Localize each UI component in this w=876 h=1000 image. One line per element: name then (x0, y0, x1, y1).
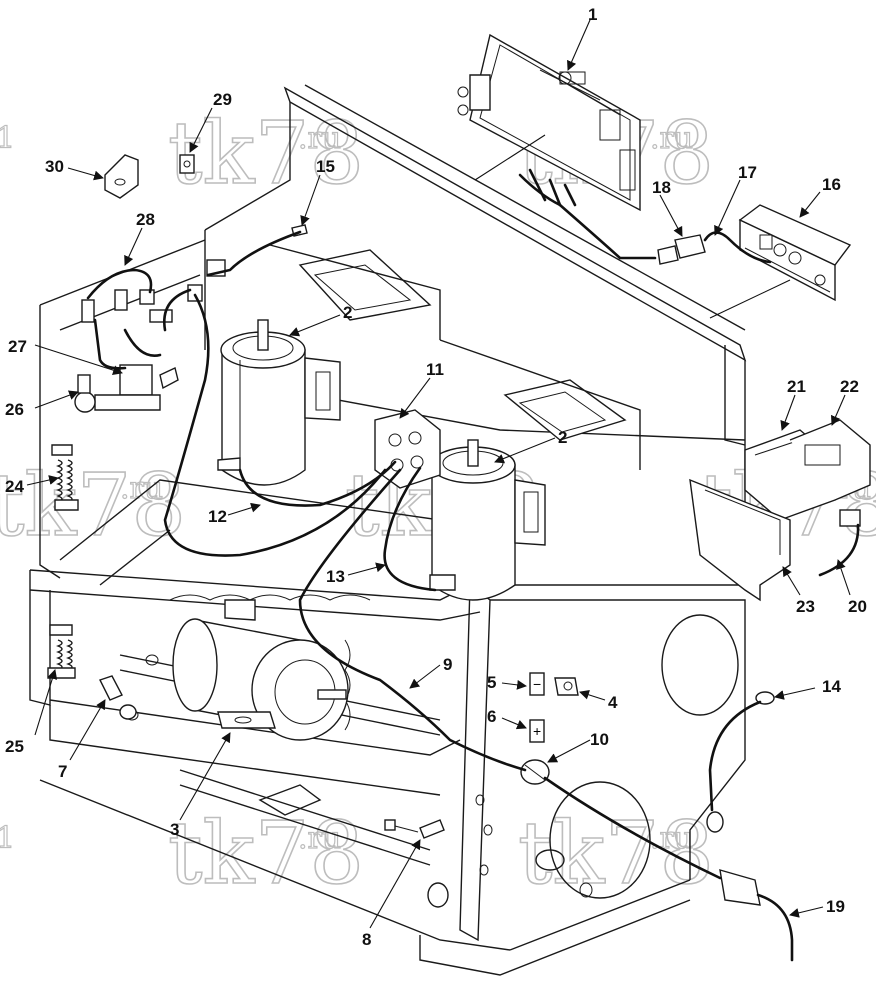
callout-29: 29 (213, 90, 232, 109)
callout-18: 18 (652, 178, 671, 197)
wiring (86, 168, 860, 880)
callout-2-right: 2 (558, 428, 567, 447)
callout-21: 21 (787, 377, 806, 396)
stud-4 (554, 677, 579, 696)
svg-text:+: + (533, 723, 541, 739)
callout-25: 25 (5, 737, 24, 756)
control-board (457, 33, 641, 212)
callout-7: 7 (58, 762, 67, 781)
svg-text:.ru: .ru (650, 821, 693, 856)
callout-2-upper: 2 (343, 303, 352, 322)
callout-16: 16 (822, 175, 841, 194)
svg-text:.ru: .ru (650, 121, 693, 156)
svg-text:.ru: .ru (120, 471, 163, 506)
switch-10 (520, 759, 550, 785)
watermark-7: tk78 .ru (517, 803, 715, 905)
display-module (738, 204, 852, 302)
callout-13: 13 (326, 567, 345, 586)
callout-28: 28 (136, 210, 155, 229)
callout-12: 12 (208, 507, 227, 526)
svg-text:.ru: .ru (298, 821, 341, 856)
label-6: + (529, 719, 545, 743)
svg-text:tk78: tk78 (168, 804, 364, 904)
svg-text:−: − (533, 676, 541, 692)
callout-3: 3 (170, 820, 179, 839)
callout-9: 9 (443, 655, 452, 674)
callout-30: 30 (45, 157, 64, 176)
motor-upper-left (217, 319, 341, 486)
watermark-1: tk78 .ru (167, 103, 365, 205)
callout-10: 10 (590, 730, 609, 749)
ground-strap-14 (706, 691, 775, 833)
panel-assembly (689, 419, 871, 602)
callout-22: 22 (840, 377, 859, 396)
motor-horizontal (172, 599, 349, 741)
sensor-8 (384, 819, 445, 839)
callout-8: 8 (362, 930, 371, 949)
callout-15: 15 (316, 157, 335, 176)
watermark-edge-2: 1 (0, 821, 15, 856)
callout-17: 17 (738, 163, 757, 182)
callout-labels: 1 2 2 3 4 5 6 7 8 9 10 11 12 13 14 15 16… (5, 5, 867, 949)
watermark-6: tk78 .ru (167, 803, 365, 905)
callout-19: 19 (826, 897, 845, 916)
bracket-29 (179, 154, 195, 174)
terminal-block-11 (374, 409, 441, 489)
callout-24: 24 (5, 477, 24, 496)
bracket-30 (104, 154, 139, 199)
connector-18 (657, 234, 706, 265)
spring-upper (51, 444, 79, 511)
solenoid-valve (74, 364, 179, 413)
connector-28 (81, 259, 226, 323)
label-5: − (529, 672, 545, 696)
callout-5: 5 (487, 673, 496, 692)
callout-27: 27 (8, 337, 27, 356)
leader-lines (26, 19, 851, 929)
callout-20: 20 (848, 597, 867, 616)
callout-26: 26 (5, 400, 24, 419)
spring-lower (47, 624, 76, 679)
callout-6: 6 (487, 707, 496, 726)
svg-text:tk78: tk78 (0, 456, 186, 556)
cabinet-frame (29, 84, 747, 976)
motor-upper-right (429, 439, 546, 601)
power-cord-19 (719, 869, 794, 962)
callout-14: 14 (822, 677, 841, 696)
callout-4: 4 (608, 693, 618, 712)
callout-23: 23 (796, 597, 815, 616)
svg-text:tk78: tk78 (518, 804, 714, 904)
callout-11: 11 (426, 360, 444, 379)
callout-1: 1 (588, 5, 597, 24)
svg-text:.ru: .ru (298, 121, 341, 156)
fuse-7 (99, 675, 137, 720)
svg-text:tk78: tk78 (168, 104, 364, 204)
watermark-edge-1: 1 (0, 121, 15, 156)
watermark-3: tk78 .ru (0, 455, 187, 557)
